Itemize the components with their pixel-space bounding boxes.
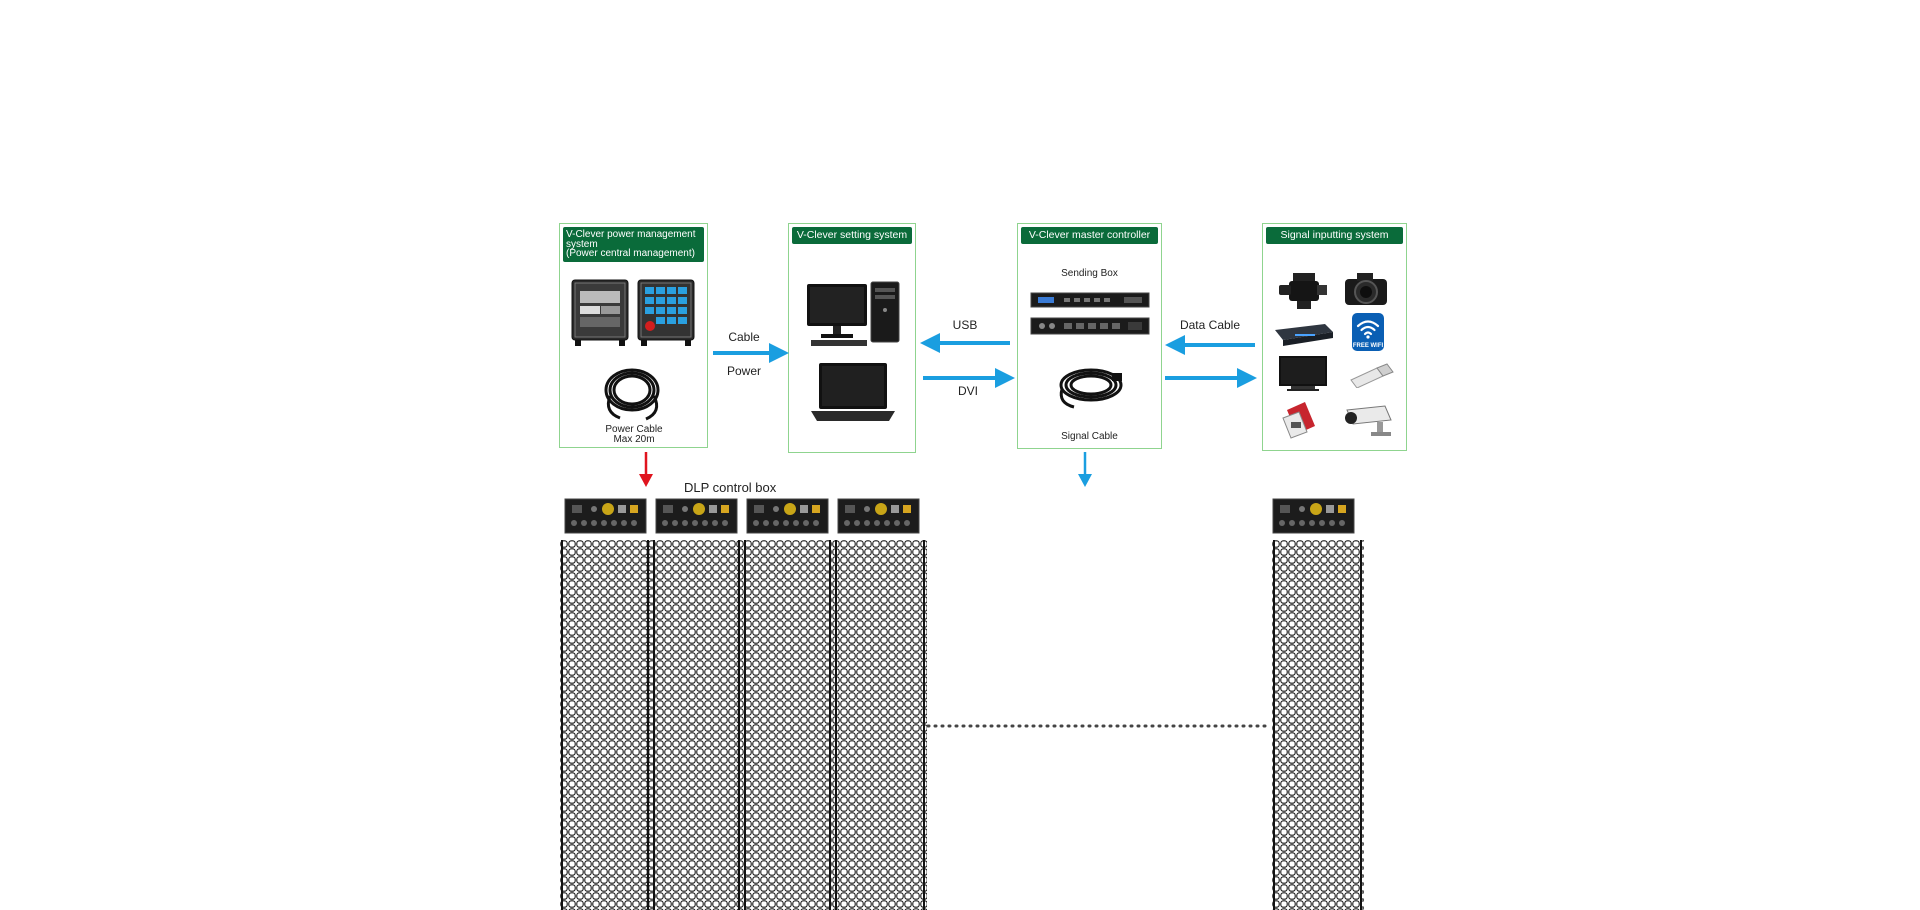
master-down-arrow bbox=[1078, 452, 1092, 487]
dlp-control-box-icon bbox=[837, 498, 920, 534]
setting-system-title: V-Clever setting system bbox=[792, 227, 912, 244]
power-rack-icon bbox=[637, 279, 695, 346]
dlp-control-box-icon bbox=[1272, 498, 1355, 534]
memory-card-icon bbox=[1282, 402, 1315, 439]
tv-icon bbox=[1279, 356, 1327, 391]
dlp-control-box-label: DLP control box bbox=[684, 480, 777, 495]
usb-label: USB bbox=[952, 318, 978, 332]
sending-box-icon bbox=[1030, 292, 1150, 308]
coiled-power-cable-icon bbox=[604, 368, 660, 421]
power-title-line-2: system bbox=[566, 238, 598, 250]
continuation-dotted-line bbox=[926, 724, 1272, 728]
camcorder-icon bbox=[1279, 273, 1327, 309]
signal-inputting-panel: Signal inputting system FREE WIFI bbox=[1262, 223, 1407, 451]
cctv-camera-icon bbox=[1345, 405, 1392, 436]
dlp-control-box-icon bbox=[655, 498, 738, 534]
led-mesh-curtain-icon bbox=[560, 540, 927, 910]
coiled-signal-cable-icon bbox=[1059, 368, 1123, 409]
desktop-computer-icon bbox=[807, 281, 900, 346]
power-management-panel: V-Clever power management system (Power … bbox=[559, 223, 708, 448]
signal-inputting-title: Signal inputting system bbox=[1266, 227, 1403, 244]
sending-box-icon bbox=[1030, 317, 1150, 335]
power-title-line-1: V-Clever power management bbox=[566, 229, 696, 240]
sending-box-label: Sending Box bbox=[1061, 268, 1118, 279]
dlp-control-box-icon bbox=[564, 498, 647, 534]
power-cable-label-line-1: Power Cable bbox=[605, 424, 663, 435]
data-cable-arrow bbox=[1165, 335, 1255, 355]
signal-cable-label: Signal Cable bbox=[1061, 431, 1118, 442]
cable-label: Cable bbox=[728, 330, 760, 344]
dvi-label: DVI bbox=[957, 384, 978, 398]
usb-arrow bbox=[920, 333, 1010, 353]
power-title-line-3: (Power central management) bbox=[566, 248, 695, 259]
dlp-control-box-icon bbox=[746, 498, 829, 534]
dslr-camera-icon bbox=[1345, 273, 1387, 305]
master-controller-title: V-Clever master controller bbox=[1021, 227, 1158, 244]
data-cable-label: Data Cable bbox=[1179, 318, 1241, 332]
cable-arrow bbox=[713, 343, 789, 363]
led-mesh-curtain-icon bbox=[1272, 540, 1364, 910]
dvi-arrow bbox=[923, 368, 1015, 388]
setting-system-panel: V-Clever setting system bbox=[788, 223, 916, 453]
power-down-arrow bbox=[639, 452, 653, 487]
dvd-player-icon bbox=[1275, 324, 1333, 346]
signal-output-arrow bbox=[1165, 368, 1257, 388]
master-controller-panel: V-Clever master controller Sending Box S… bbox=[1017, 223, 1162, 449]
power-rack-icon bbox=[571, 279, 629, 346]
power-cable-label-line-2: Max 20m bbox=[613, 434, 655, 445]
wifi-icon: FREE WIFI bbox=[1352, 313, 1384, 351]
power-label: Power bbox=[726, 364, 761, 378]
laptop-icon bbox=[811, 363, 895, 421]
usb-drive-icon bbox=[1350, 363, 1394, 388]
power-cable-label: Power Cable Max 20m bbox=[594, 425, 674, 445]
power-management-title: V-Clever power management system (Power … bbox=[563, 227, 704, 262]
wifi-badge-text: FREE WIFI bbox=[1353, 343, 1384, 349]
